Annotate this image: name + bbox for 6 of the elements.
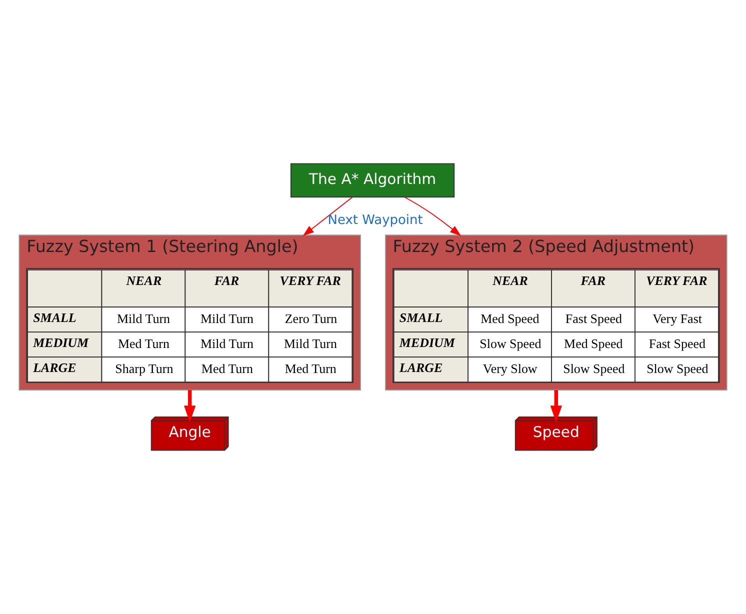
arrow [404,196,462,236]
arrow [302,196,353,236]
arrow [184,390,196,422]
arrow [550,390,562,422]
edge-label: Next Waypoint [328,213,423,228]
node-box: The A* Algorithm [290,163,455,198]
